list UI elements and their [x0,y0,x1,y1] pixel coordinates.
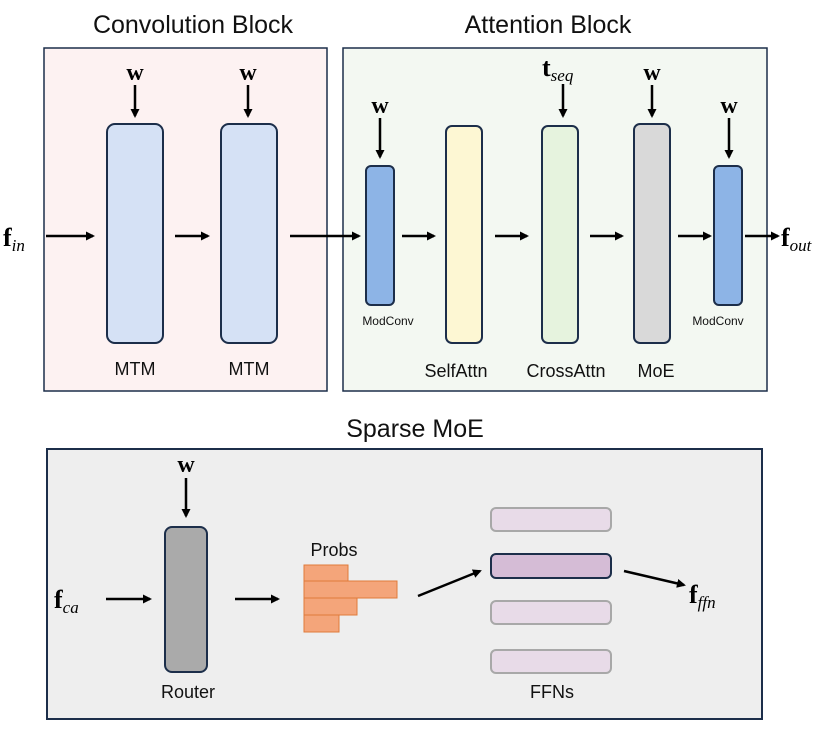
sparse-moe-title: Sparse MoE [346,415,484,443]
w-input-label: w [720,93,738,119]
probs-label: Probs [310,540,357,560]
modconv-label-2: ModConv [692,314,743,328]
f-ffn-label: fffn [689,580,716,612]
mtm-box-2 [220,123,278,344]
moe-label: MoE [637,361,674,381]
moe-box [633,123,671,344]
w-input-label: w [239,60,257,86]
probs-bar [303,614,340,633]
ffn-box [490,600,612,625]
w-input-label: w [177,452,195,478]
modconv-box-2 [713,165,743,306]
mtm-box-1 [106,123,164,344]
modconv-label-1: ModConv [362,314,413,328]
ffn-to-output-arrow [623,569,686,588]
w-input-label: w [126,60,144,86]
crossattn-label: CrossAttn [526,361,605,381]
convolution-block-title: Convolution Block [93,11,294,39]
mtm-label-2: MTM [229,359,270,379]
probs-histogram [303,564,398,633]
w-input-label: w [371,93,389,119]
selfattn-box [445,125,483,344]
mtm-label-1: MTM [115,359,156,379]
router-box [164,526,208,673]
t-seq-label: tseq [542,53,574,85]
ffns-label: FFNs [530,682,574,702]
probs-bar [303,564,349,582]
probs-bar [303,580,398,599]
sparse-moe-panel [46,448,763,720]
crossattn-box [541,125,579,344]
ffn-box-selected [490,553,612,579]
ffn-box [490,507,612,532]
router-label: Router [161,682,215,702]
selfattn-label: SelfAttn [424,361,487,381]
f-in-label: fin [3,223,25,255]
w-input-label: w [643,60,661,86]
f-out-label: fout [781,223,813,255]
convolution-block-panel [43,47,328,392]
ffn-box [490,649,612,674]
f-ca-label: fca [54,585,79,617]
probs-to-ffn-arrow [417,569,482,598]
attention-block-title: Attention Block [465,11,632,39]
modconv-box-1 [365,165,395,306]
probs-bar [303,597,358,616]
